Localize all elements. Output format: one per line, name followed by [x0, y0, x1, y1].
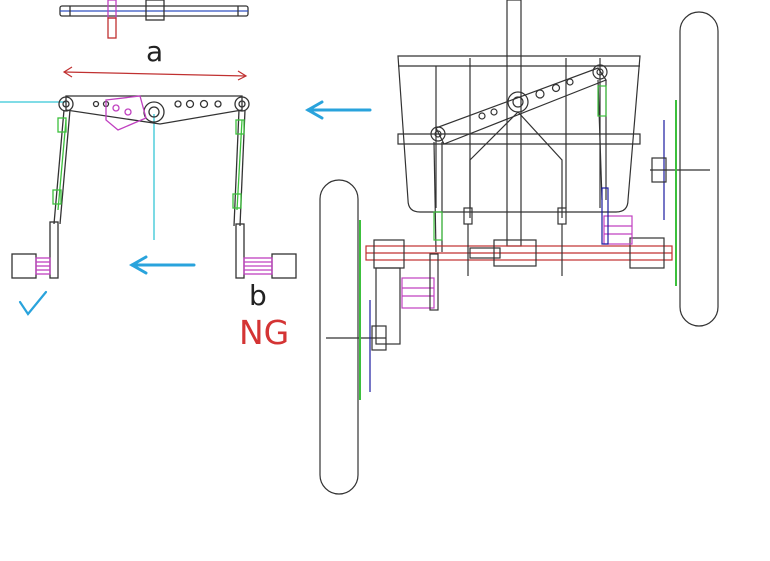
left-arrow-icon: [304, 100, 372, 120]
top-view-arm: [59, 0, 249, 39]
dimension-label-a: a: [146, 35, 164, 68]
trike-front-view: [319, 0, 719, 495]
left-arrow-icon: [128, 255, 196, 275]
check-mark-icon: [18, 290, 48, 316]
dimension-a-arrow: [62, 66, 248, 81]
ng-label: NG: [239, 313, 290, 352]
option-label-b: b: [249, 279, 267, 312]
left-linkage: [0, 95, 297, 279]
